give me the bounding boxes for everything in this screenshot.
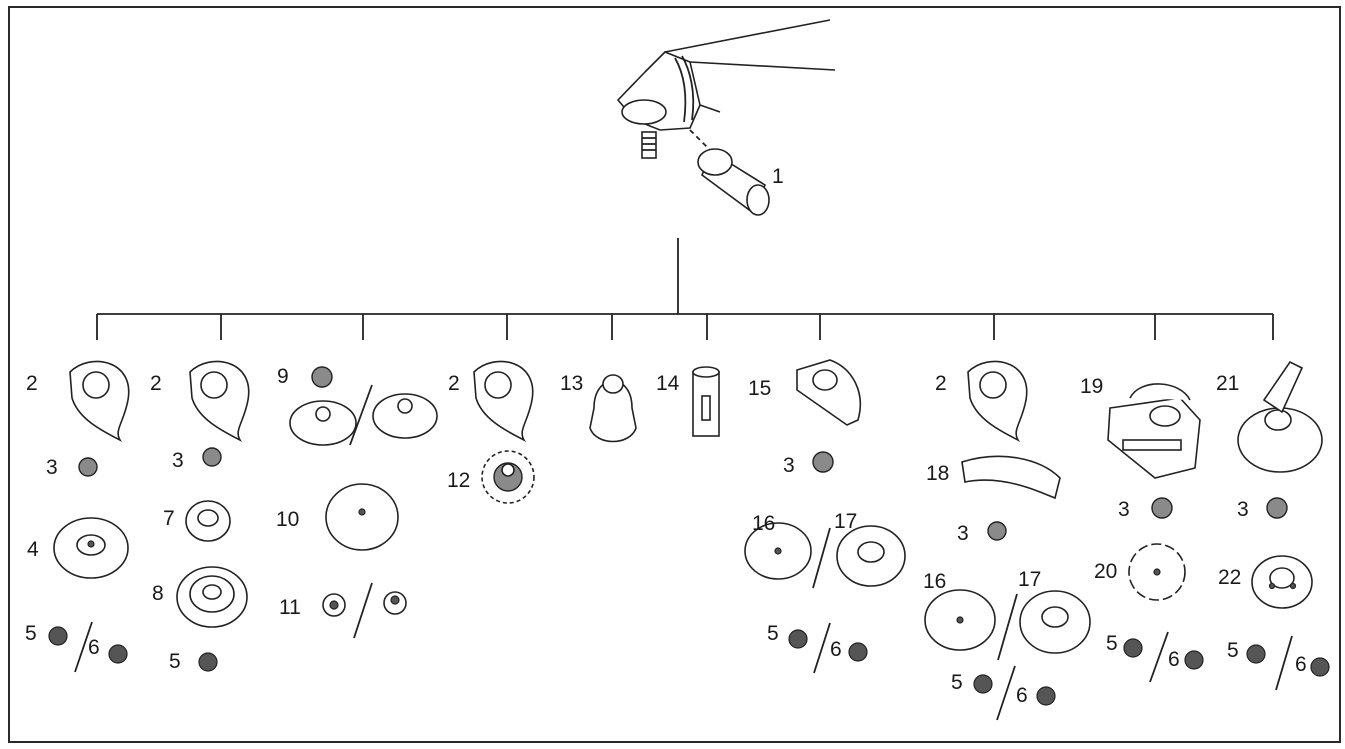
- label-4: 4: [27, 538, 39, 561]
- label-5: 5: [1227, 639, 1239, 662]
- label-3: 3: [957, 522, 969, 545]
- core-bit-14: [692, 366, 720, 437]
- disc-16b: [924, 589, 996, 651]
- nut-11a: [322, 593, 346, 617]
- label-6: 6: [830, 638, 842, 661]
- guard-18: [961, 455, 1061, 500]
- nut-6a: [108, 644, 128, 664]
- disc-16a: [744, 522, 812, 580]
- diamond-disc-20: [1128, 543, 1186, 601]
- label-6: 6: [88, 636, 100, 659]
- label-12: 12: [447, 469, 470, 492]
- label-3: 3: [1237, 498, 1249, 521]
- flange-7: [185, 500, 231, 542]
- label-13: 13: [560, 372, 583, 395]
- label-5: 5: [767, 622, 779, 645]
- nut-5e: [1123, 638, 1143, 658]
- nut-3c: [812, 451, 834, 473]
- nut-6c: [848, 642, 868, 662]
- label-6: 6: [1168, 648, 1180, 671]
- cup-brush-13: [589, 374, 637, 443]
- label-17: 17: [834, 510, 857, 533]
- label-2: 2: [935, 372, 947, 395]
- label-16: 16: [923, 570, 946, 593]
- disc-10: [325, 483, 399, 551]
- flange-4: [53, 517, 129, 579]
- part-labels: 1 2 3 4 5 6 2 3 7 8 5 9 10 11 2 12 13 14…: [25, 165, 1307, 707]
- nut-5d: [973, 674, 993, 694]
- disc-9b: [372, 393, 438, 439]
- nut-11b: [383, 591, 407, 615]
- side-handle: [689, 129, 770, 216]
- label-22: 22: [1218, 566, 1241, 589]
- label-3: 3: [172, 449, 184, 472]
- nut-3d: [987, 521, 1007, 541]
- guard-2a: [69, 360, 130, 442]
- nut-6e: [1184, 650, 1204, 670]
- tree-lines: [96, 238, 1274, 340]
- label-19: 19: [1080, 375, 1103, 398]
- label-17: 17: [1018, 568, 1041, 591]
- nut-6d: [1036, 686, 1056, 706]
- label-6: 6: [1295, 653, 1307, 676]
- cutting-guard-19: [1107, 383, 1201, 479]
- label-8: 8: [152, 582, 164, 605]
- wire-brush-12: [481, 450, 535, 504]
- nut-5c: [788, 629, 808, 649]
- label-7: 7: [163, 507, 175, 530]
- guard-15: [796, 359, 862, 426]
- guard-2d: [967, 360, 1028, 442]
- nut-3f: [1266, 497, 1288, 519]
- label-20: 20: [1094, 560, 1117, 583]
- label-3: 3: [783, 454, 795, 477]
- disc-9a: [289, 400, 357, 446]
- nut-3b: [202, 447, 222, 467]
- label-3: 3: [1118, 498, 1130, 521]
- flange-8: [176, 566, 248, 628]
- flange-17a: [836, 525, 906, 587]
- label-2: 2: [448, 372, 460, 395]
- label-2: 2: [150, 372, 162, 395]
- label-5: 5: [951, 671, 963, 694]
- nut-3a: [78, 457, 98, 477]
- nut-3e: [1151, 497, 1173, 519]
- label-10: 10: [276, 508, 299, 531]
- nut-6f: [1310, 657, 1330, 677]
- angle-grinder: [616, 19, 836, 159]
- label-21: 21: [1216, 372, 1239, 395]
- label-11: 11: [279, 596, 301, 619]
- label-15: 15: [748, 377, 771, 400]
- nut-9: [311, 366, 333, 388]
- label-16: 16: [752, 512, 775, 535]
- label-2: 2: [26, 372, 38, 395]
- flange-22: [1251, 555, 1313, 609]
- guard-2c: [473, 360, 534, 442]
- label-5: 5: [25, 622, 37, 645]
- nut-5f: [1246, 644, 1266, 664]
- label-1: 1: [772, 165, 784, 188]
- nut-5a: [48, 626, 68, 646]
- label-5: 5: [169, 650, 181, 673]
- label-9: 9: [277, 365, 289, 388]
- label-5: 5: [1106, 632, 1118, 655]
- extraction-hood-21: [1237, 360, 1323, 473]
- flange-17b: [1019, 590, 1091, 654]
- label-6: 6: [1016, 684, 1028, 707]
- label-18: 18: [926, 462, 949, 485]
- guard-2b: [189, 360, 250, 442]
- nut-5b: [198, 652, 218, 672]
- label-14: 14: [656, 372, 680, 395]
- label-3: 3: [46, 456, 58, 479]
